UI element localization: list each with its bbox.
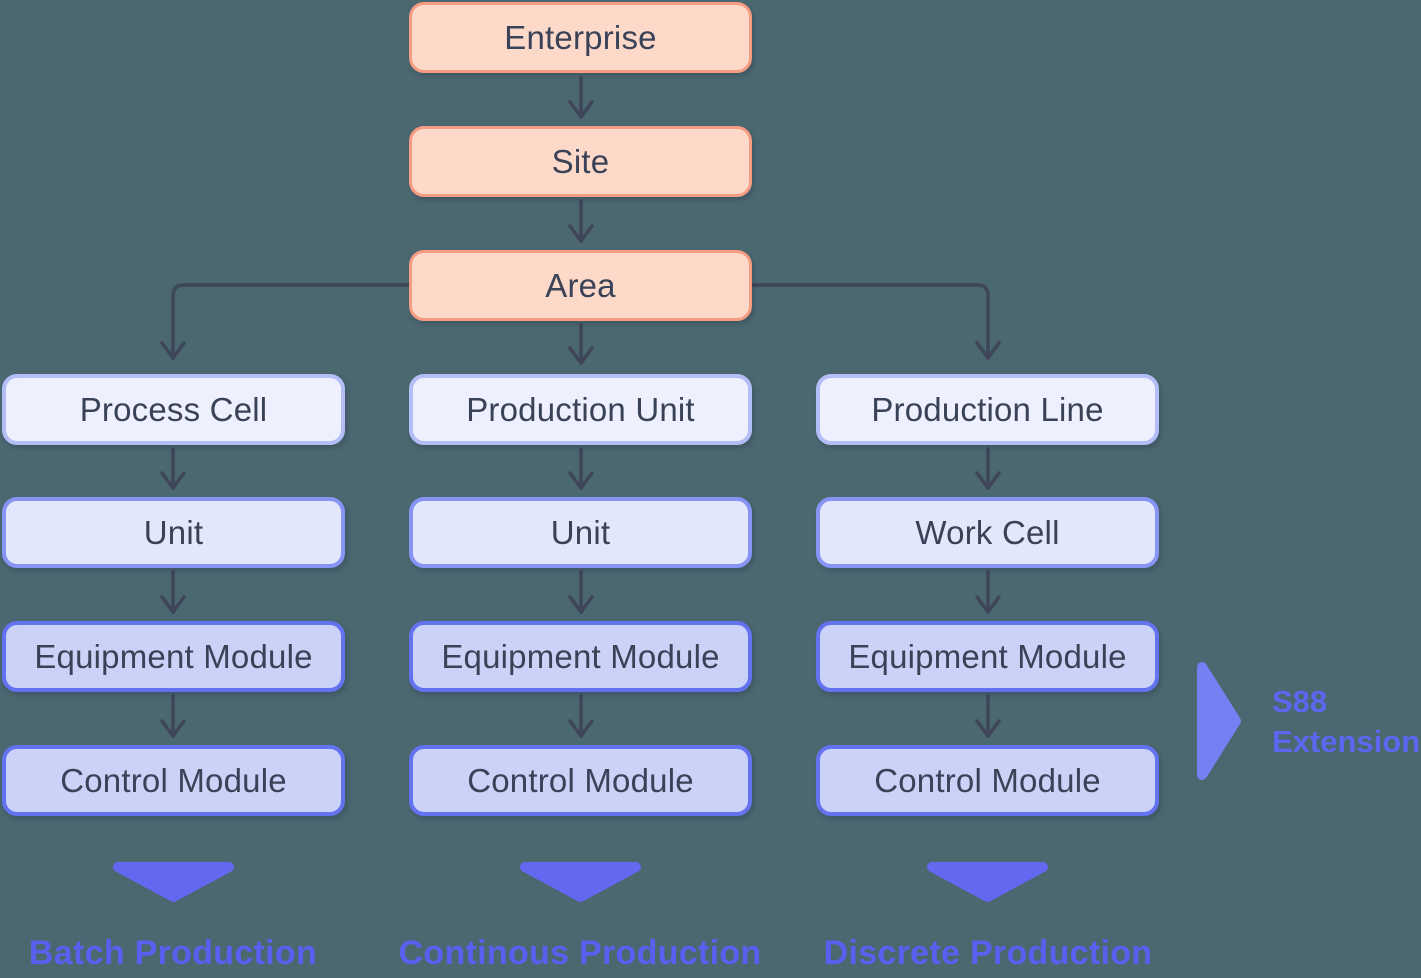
s88-extension-line2: Extension — [1272, 724, 1421, 759]
s88-extension-line1: S88 — [1272, 684, 1328, 719]
batch-production-label: Batch Production — [28, 934, 318, 972]
node-equipment-module-batch: Equipment Module — [2, 621, 345, 692]
batch-production-triangle-icon — [113, 862, 234, 902]
s88-extension-arrow-icon — [1197, 662, 1241, 780]
node-equipment-module-continous: Equipment Module — [409, 621, 752, 692]
node-control-module-continous: Control Module — [409, 745, 752, 816]
node-process-cell: Process Cell — [2, 374, 345, 445]
node-enterprise-label: Enterprise — [504, 18, 657, 56]
discrete-production-label: Discrete Production — [823, 934, 1153, 972]
node-production-unit: Production Unit — [409, 374, 752, 445]
node-unit-batch: Unit — [2, 497, 345, 568]
node-control-module-batch: Control Module — [2, 745, 345, 816]
node-control-module-discrete: Control Module — [816, 745, 1159, 816]
node-control-module-discrete-label: Control Module — [874, 761, 1101, 799]
node-production-line-label: Production Line — [871, 390, 1104, 428]
node-site-label: Site — [551, 142, 610, 180]
node-control-module-continous-label: Control Module — [467, 761, 694, 799]
arrow-area-production-line — [751, 283, 1001, 360]
node-unit-batch-label: Unit — [143, 513, 204, 551]
node-production-unit-label: Production Unit — [466, 390, 695, 428]
discrete-production-triangle-icon — [927, 862, 1048, 902]
continous-production-label: Continous Production — [398, 934, 762, 972]
node-area: Area — [409, 250, 752, 321]
node-area-label: Area — [545, 266, 616, 304]
node-unit-continous-label: Unit — [550, 513, 611, 551]
node-process-cell-label: Process Cell — [79, 390, 268, 428]
node-equipment-module-discrete: Equipment Module — [816, 621, 1159, 692]
node-equipment-module-continous-label: Equipment Module — [441, 637, 720, 675]
node-control-module-batch-label: Control Module — [60, 761, 287, 799]
s88-extension-label: S88 Extension — [1272, 682, 1420, 762]
node-site: Site — [409, 126, 752, 197]
node-work-cell-label: Work Cell — [915, 513, 1060, 551]
arrow-area-process-cell — [160, 283, 411, 360]
node-equipment-module-discrete-label: Equipment Module — [848, 637, 1127, 675]
node-work-cell: Work Cell — [816, 497, 1159, 568]
node-enterprise: Enterprise — [409, 2, 752, 73]
continous-production-triangle-icon — [520, 862, 641, 902]
node-unit-continous: Unit — [409, 497, 752, 568]
node-production-line: Production Line — [816, 374, 1159, 445]
node-equipment-module-batch-label: Equipment Module — [34, 637, 313, 675]
